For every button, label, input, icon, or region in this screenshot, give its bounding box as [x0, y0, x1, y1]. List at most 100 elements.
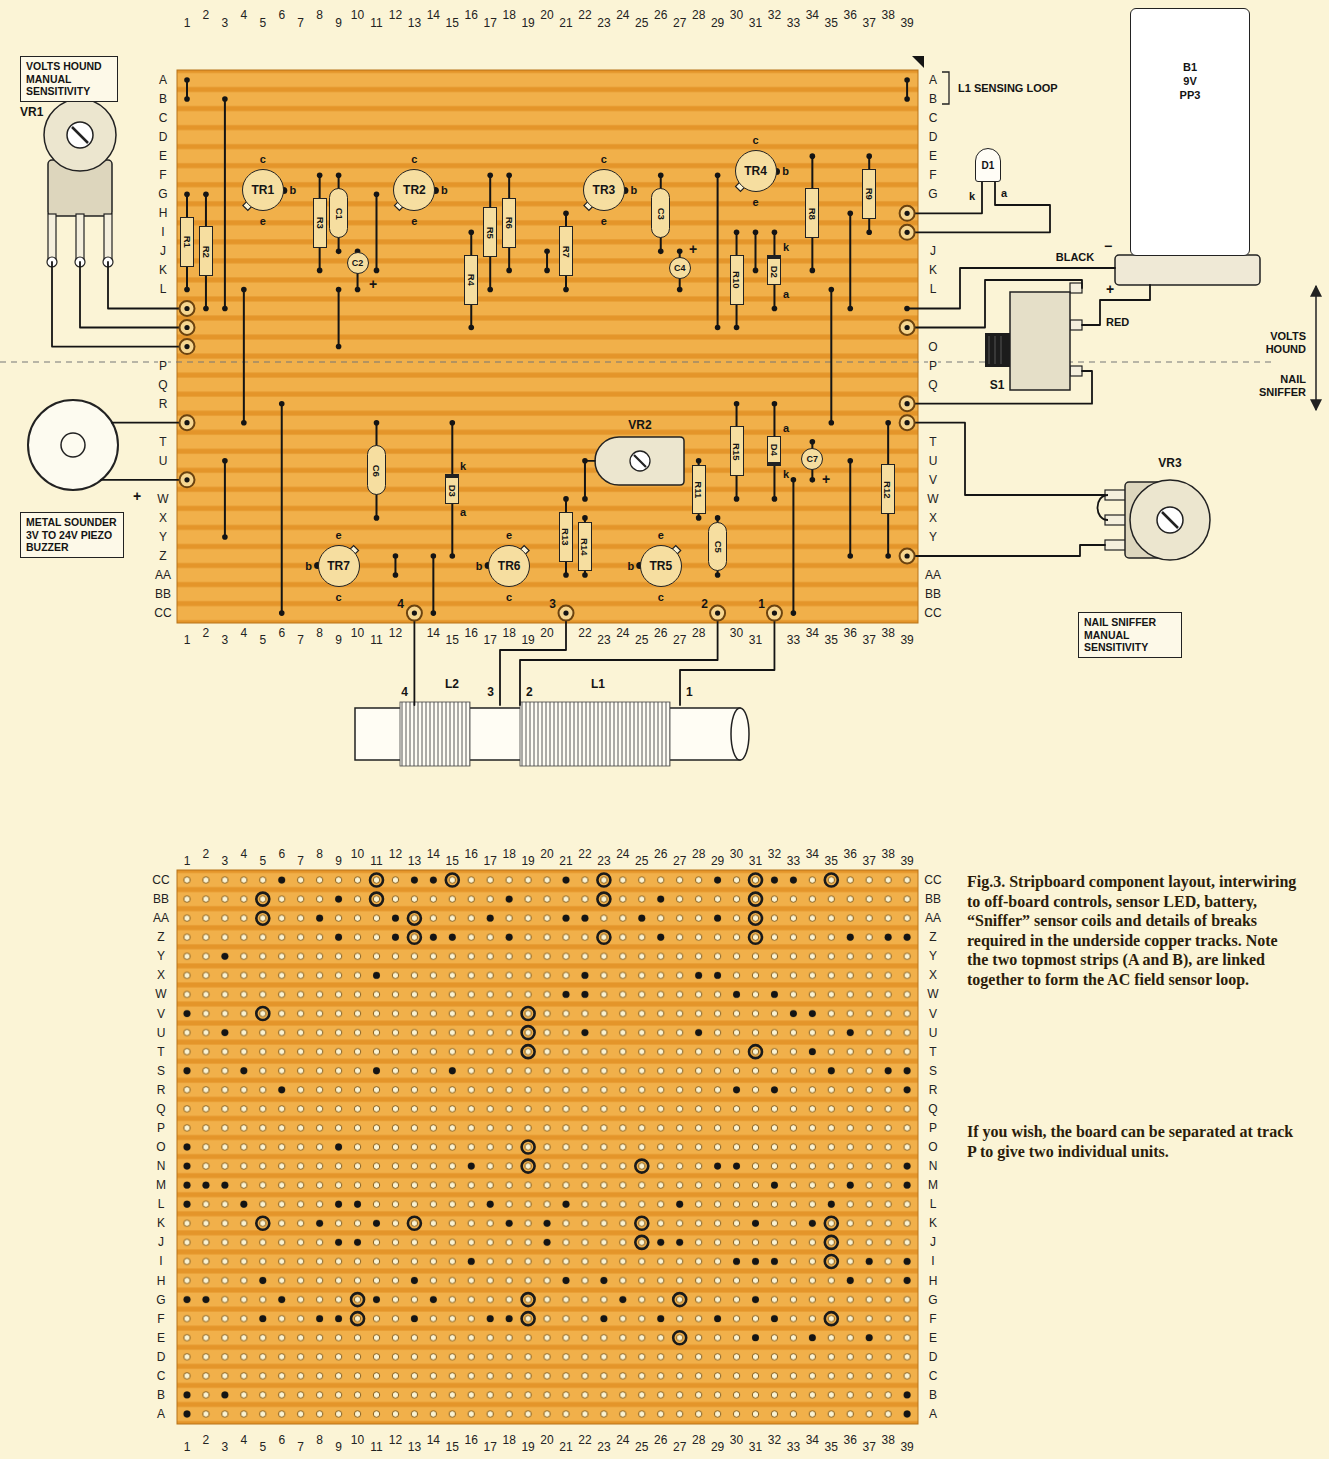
vr3-potentiometer [1098, 495, 1109, 520]
solder-joint [373, 1067, 380, 1074]
solder-joint [316, 1315, 323, 1322]
pin-label: b [631, 185, 638, 196]
grid-coordinate: 24 [615, 1434, 630, 1446]
grid-coordinate: 26 [653, 1434, 668, 1446]
wire [394, 556, 396, 575]
solder-joint [771, 877, 778, 884]
grid-coordinate: 6 [277, 9, 286, 21]
solder-joint [335, 1201, 342, 1208]
grid-coordinate: 4 [240, 9, 249, 21]
solder-joint [373, 1220, 380, 1227]
solder-joint [278, 1296, 285, 1303]
solder-joint [449, 1067, 456, 1074]
grid-coordinate: 6 [277, 848, 286, 860]
wire-pad [184, 420, 189, 425]
track-break [597, 931, 610, 944]
component-label: R8 [808, 207, 818, 219]
track-break [522, 1007, 535, 1020]
grid-coordinate: 36 [843, 848, 858, 860]
resistor: R13 [559, 512, 573, 562]
pin-label: k [969, 191, 975, 202]
part-name: VR2 [628, 419, 651, 431]
solder-joint [714, 972, 721, 979]
solder-joint [411, 877, 418, 884]
track-break [825, 1255, 838, 1268]
sensor-coils [520, 702, 670, 766]
component-label: TR3 [593, 183, 616, 197]
solder-joint [184, 1201, 191, 1208]
track-break [749, 1045, 762, 1058]
solder-joint [809, 1048, 816, 1055]
track-break [522, 1160, 535, 1173]
grid-coordinate: 37 [862, 1441, 877, 1453]
solder-joint [374, 191, 380, 197]
component-label: TR1 [251, 183, 274, 197]
grid-coordinate: 1 [183, 855, 192, 867]
solder-joint [752, 1220, 759, 1227]
switch-symbol [1001, 336, 1002, 364]
solder-joint [771, 1086, 778, 1093]
grid-coordinate: 31 [748, 855, 763, 867]
label-box: METAL SOUNDER 3V TO 24V PIEZO BUZZER [20, 512, 124, 558]
solder-joint [506, 934, 513, 941]
component-label: TR4 [744, 164, 767, 178]
solder-joint [847, 306, 853, 312]
wire [112, 422, 179, 424]
grid-coordinate: 20 [539, 1434, 554, 1446]
grid-coordinate: Y [156, 950, 166, 962]
solder-joint [336, 249, 342, 255]
wire [915, 280, 1082, 328]
wire [413, 613, 415, 705]
polarity-mark: + [822, 472, 830, 486]
wire-pad [184, 325, 189, 330]
grid-coordinate: D [928, 131, 939, 143]
solder-joint [335, 934, 342, 941]
resistor: R6 [502, 198, 516, 248]
grid-coordinate: W [926, 493, 939, 505]
grid-coordinate: 10 [350, 9, 365, 21]
track-break [635, 1217, 648, 1230]
solder-joint [904, 1086, 911, 1093]
solder-joint [866, 1258, 873, 1265]
grid-coordinate: Z [928, 931, 937, 943]
grid-coordinate: 39 [899, 855, 914, 867]
grid-coordinate: 8 [315, 1434, 324, 1446]
part-name: S1 [990, 379, 1005, 391]
vr3-potentiometer [1162, 512, 1178, 528]
grid-coordinate: 33 [786, 855, 801, 867]
grid-coordinate: CC [153, 607, 172, 619]
grid-coordinate: J [159, 245, 167, 257]
grid-coordinate: 26 [653, 627, 668, 639]
solder-joint [336, 172, 342, 178]
solder-joint [336, 287, 342, 293]
solder-joint [563, 1277, 570, 1284]
solder-joint [468, 1163, 475, 1170]
wire [585, 460, 595, 462]
wire [584, 461, 586, 499]
sensor-coils [731, 708, 749, 760]
solder-joint [222, 534, 228, 540]
component-label: R9 [864, 188, 874, 200]
solder-joint [222, 458, 228, 464]
wire-pad [563, 611, 568, 616]
figure-caption: Fig.3. Stripboard component layout, inte… [967, 872, 1302, 989]
solder-joint [184, 77, 190, 83]
solder-joint [335, 1144, 342, 1151]
solder-joint [582, 991, 589, 998]
pin-label: e [506, 529, 512, 540]
component-label: B1 9V PP3 [1177, 61, 1203, 102]
grid-coordinate: 37 [862, 634, 877, 646]
grid-coordinate: M [927, 1179, 939, 1191]
solder-joint [240, 1201, 247, 1208]
component-label: R15 [732, 443, 742, 460]
grid-coordinate: 4 [240, 848, 249, 860]
switch-symbol [989, 336, 990, 364]
solder-joint [430, 934, 437, 941]
grid-coordinate: 27 [672, 17, 687, 29]
wire [546, 251, 548, 270]
resistor: R15 [730, 426, 744, 476]
solder-joint [184, 1296, 191, 1303]
grid-coordinate: 2 [202, 9, 211, 21]
grid-coordinate: 35 [824, 17, 839, 29]
resistor: R2 [199, 226, 213, 276]
